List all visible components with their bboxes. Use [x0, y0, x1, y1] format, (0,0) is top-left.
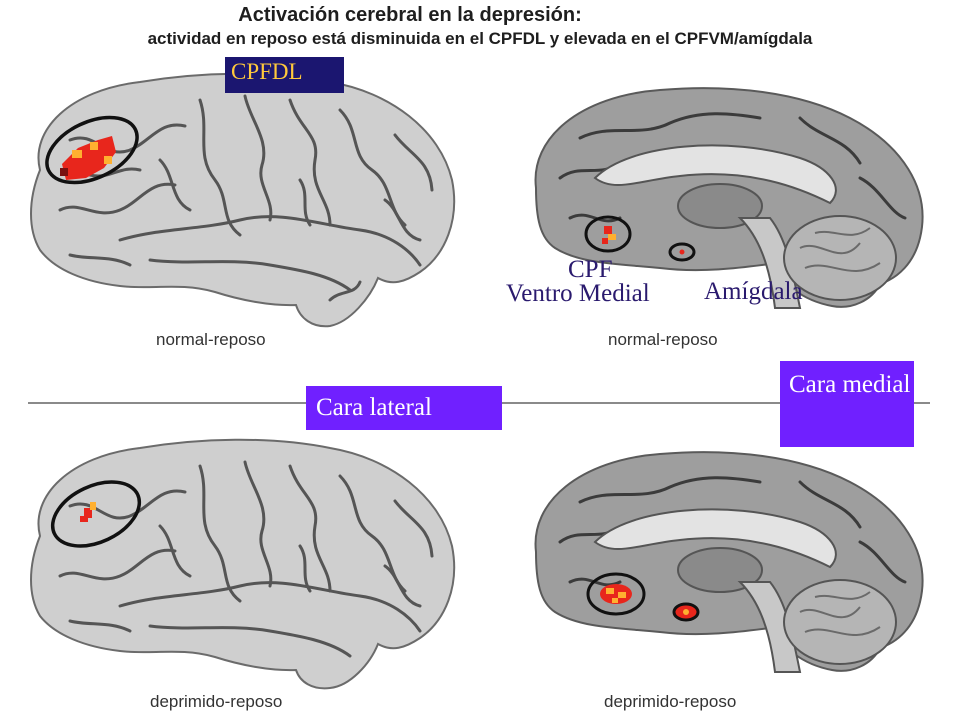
cpfdl-activation-normal [60, 136, 116, 180]
vmpfc-circle-depressed [586, 572, 646, 616]
medial-brain-depressed [534, 451, 924, 673]
brainstem [737, 217, 802, 309]
amygdala-activation-normal [679, 249, 685, 255]
brainstem [737, 581, 802, 673]
cerebellum [783, 579, 897, 665]
cpfdl-circle-depressed [50, 480, 142, 548]
caption-lateral-depressed: deprimido-reposo [150, 692, 283, 711]
vmpfc-activation-normal [602, 226, 616, 244]
lateral-brain-normal [30, 72, 456, 328]
cpf-label: CPF [568, 256, 613, 283]
lateral-sulci [58, 460, 434, 658]
cpfdl-circle-normal [45, 115, 139, 185]
corpus-callosum [593, 508, 837, 569]
amigdala-label: Amígdala [704, 278, 803, 305]
caption-medial-depressed: deprimido-reposo [604, 692, 737, 711]
lateral-brain-shape [30, 438, 456, 690]
amygdala-activation-depressed [683, 609, 689, 615]
medial-brain-normal [534, 87, 924, 309]
ventro-medial-label: Ventro Medial [506, 280, 650, 307]
cpfdl-label: CPFDL [225, 57, 344, 93]
cerebellum [783, 215, 897, 301]
cpfdl-activation-depressed [80, 502, 96, 522]
lateral-brain-depressed [30, 438, 456, 690]
vmpfc-circle-normal [584, 215, 632, 253]
figure-subtitle: actividad en reposo está disminuida en e… [147, 29, 813, 48]
lateral-sulci [58, 94, 434, 302]
caption-medial-normal: normal-reposo [608, 330, 718, 349]
figure-title: Activación cerebral en la depresión: [238, 4, 582, 26]
cara-lateral-box: Cara lateral [306, 386, 502, 430]
cara-medial-box: Cara medial [780, 361, 914, 447]
amygdala-circle-normal [668, 242, 696, 262]
corpus-callosum [593, 144, 837, 205]
vmpfc-activation-depressed [600, 584, 632, 604]
caption-lateral-normal: normal-reposo [156, 330, 266, 349]
